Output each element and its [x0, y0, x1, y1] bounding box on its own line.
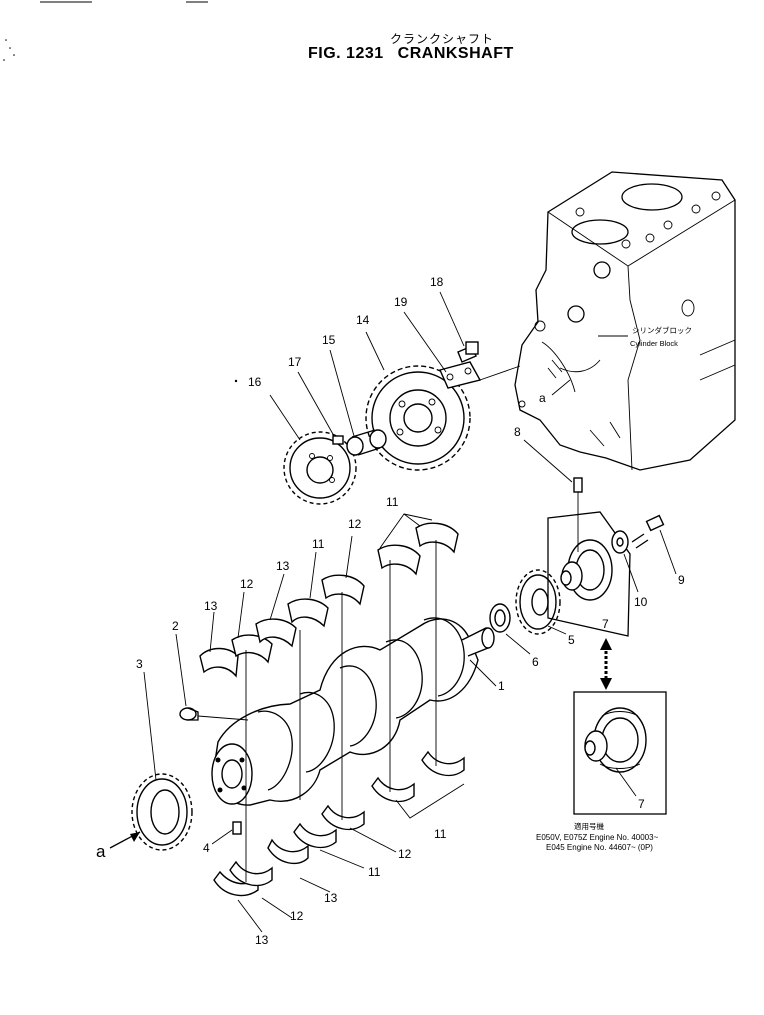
callout-11-mid: 11 — [312, 537, 325, 551]
ref-letter-arrow: a — [96, 842, 106, 861]
leader-lines — [143, 291, 497, 933]
callout-1: 1 — [498, 679, 505, 693]
ref-letter-block: a — [539, 391, 546, 405]
callout-12-top: 12 — [348, 517, 362, 531]
callout-6: 6 — [532, 655, 539, 669]
callout-5: 5 — [568, 633, 575, 647]
front-parts — [489, 439, 677, 655]
callout-12-bottom: 12 — [398, 847, 412, 861]
cylinder-block-label-en: Cylinder Block — [630, 339, 678, 348]
callout-11-bottom: 11 — [434, 827, 447, 841]
inset-note-jp: 適用号機 — [574, 821, 604, 831]
callouts: 1 2 3 4 5 6 7 7 8 9 10 11 11 11 11 12 12… — [136, 275, 685, 947]
idler-gear-assembly — [283, 341, 521, 505]
crankshaft — [211, 617, 495, 806]
callout-19: 19 — [394, 295, 408, 309]
callout-10: 10 — [634, 595, 648, 609]
callout-16: 16 — [248, 375, 262, 389]
figure-title: FIG. 1231 CRANKSHAFT — [308, 45, 528, 63]
callout-13-top: 13 — [276, 559, 290, 573]
callout-7: 7 — [602, 617, 609, 631]
callout-2: 2 — [172, 619, 179, 633]
callout-14: 14 — [356, 313, 370, 327]
callout-7-inset: 7 — [638, 797, 645, 811]
figure-name: CRANKSHAFT — [397, 45, 514, 62]
callout-11-top: 11 — [386, 495, 399, 509]
callout-12-left: 12 — [240, 577, 254, 591]
figure-number: FIG. 1231 — [308, 45, 384, 62]
dowel-pin — [179, 707, 249, 721]
inset-note-line1: E050V, E075Z Engine No. 40003~ — [536, 833, 659, 842]
cylinder-block — [514, 171, 736, 471]
scan-marks — [3, 1, 208, 61]
callout-17: 17 — [288, 355, 302, 369]
callout-15: 15 — [322, 333, 336, 347]
callout-13-left: 13 — [204, 599, 218, 613]
title-japanese: クランクシャフト — [390, 32, 495, 46]
callout-8: 8 — [514, 425, 521, 439]
cylinder-block-label-jp: シリンダブロック — [632, 325, 692, 335]
inset-note-line2: E045 Engine No. 44607~ (0P) — [546, 843, 653, 852]
callout-12-low: 12 — [290, 909, 304, 923]
bearing-shells — [199, 522, 465, 897]
callout-9: 9 — [678, 573, 685, 587]
callout-3: 3 — [136, 657, 143, 671]
callout-4: 4 — [203, 841, 210, 855]
callout-13-bottom: 13 — [324, 891, 338, 905]
key — [232, 821, 242, 835]
callout-11-low: 11 — [368, 865, 381, 879]
double-arrow — [600, 638, 612, 690]
crank-gear — [131, 773, 193, 851]
callout-18: 18 — [430, 275, 444, 289]
callout-13-low: 13 — [255, 933, 269, 947]
inset-variant — [573, 691, 667, 815]
